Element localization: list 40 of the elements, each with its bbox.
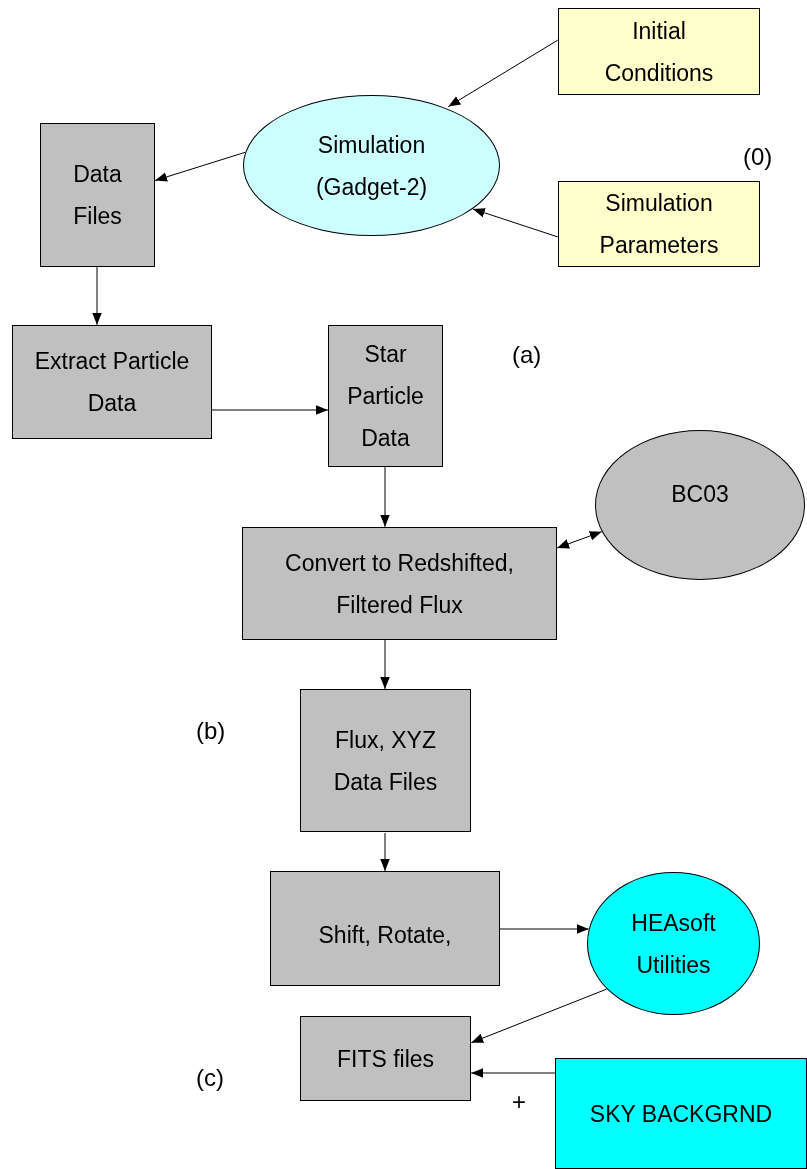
process-box: [300, 1016, 471, 1101]
process-box: [40, 123, 155, 267]
panel-label: +: [512, 1087, 526, 1117]
node-label: Data Files: [72, 160, 123, 231]
process-box: [242, 527, 557, 640]
process-box: [270, 871, 500, 986]
arrow: [211, 405, 329, 415]
node-label: FITS files: [336, 1044, 435, 1074]
arrow: [447, 39, 559, 108]
arrow: [154, 151, 246, 182]
panel-label: (c): [196, 1063, 224, 1093]
process-box: [328, 325, 443, 467]
arrow: [380, 832, 390, 872]
node-label: HEAsoft Utilities: [630, 908, 717, 980]
arrow: [470, 988, 608, 1044]
node-label: Shift, Rotate,: [318, 921, 452, 950]
panel-label: (a): [512, 340, 542, 370]
arrow: [499, 924, 590, 934]
node-label: Star Particle Data: [346, 340, 425, 453]
arrow: [380, 466, 390, 528]
node-label: Simulation Parameters: [598, 189, 720, 260]
node-label: Extract Particle Data: [33, 347, 191, 418]
arrow: [472, 208, 559, 238]
process-box: [558, 8, 760, 95]
process-box: [558, 181, 760, 267]
process-box: [12, 325, 212, 439]
arrow: [470, 1068, 556, 1078]
node-label: BC03: [671, 480, 729, 509]
node-label: Initial Conditions: [603, 16, 715, 88]
node-label: SKY BACKGRND: [589, 1099, 773, 1129]
panel-label: (b): [196, 716, 226, 746]
process-box: [555, 1058, 807, 1169]
node-label: Simulation (Gadget-2): [314, 130, 429, 202]
arrow: [556, 531, 603, 549]
panel-label: (0): [743, 142, 773, 172]
arrow: [92, 266, 102, 326]
node-label: Convert to Redshifted, Filtered Flux: [284, 548, 515, 620]
process-box: [300, 689, 471, 832]
node-label: Flux, XYZ Data Files: [332, 725, 439, 797]
arrow: [380, 639, 390, 690]
